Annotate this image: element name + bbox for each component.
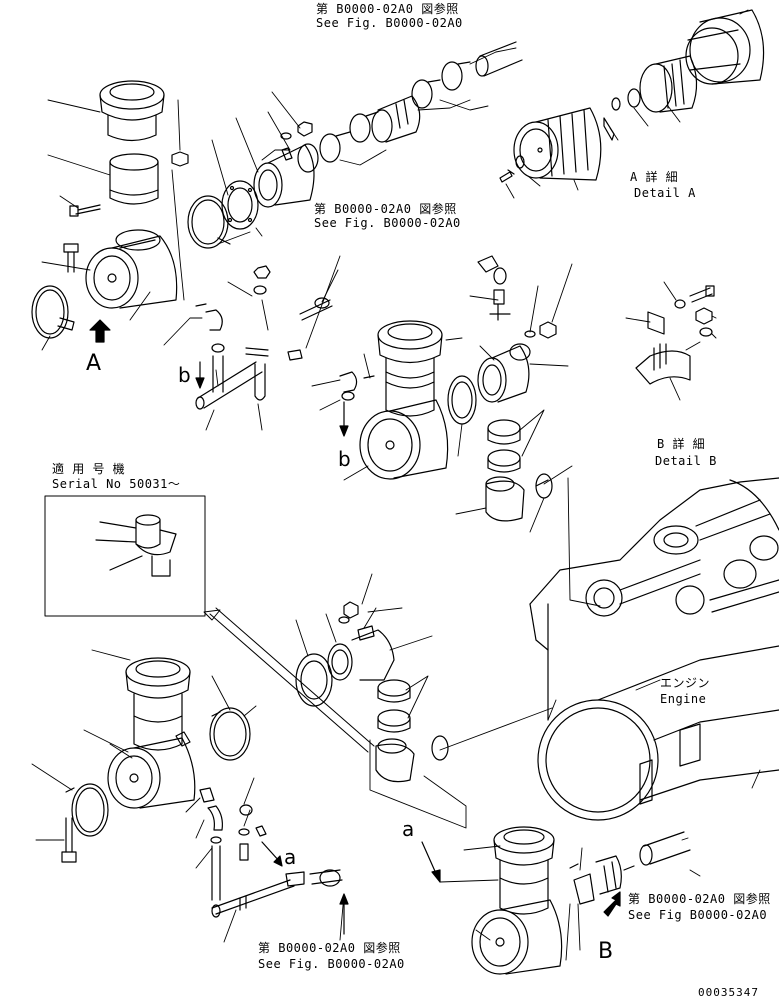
ref-middle-en: See Fig. B0000-02A0 [314,216,461,230]
leader-lines-lower-middle [295,573,553,751]
air-cleaner-cap-center [377,320,443,364]
ref-bottom-ja: 第 B0000-02A0 図参照 [258,941,401,955]
elbow-flange-right [477,321,557,403]
hose-clamp-1 [319,131,351,163]
leader-lines-engine [547,679,761,789]
arrow-to-bottom-ref [339,893,349,935]
serial-variant-box [44,495,206,617]
air-cleaner-cap-lower-left [125,657,191,699]
air-cleaner-body-lower-left [107,693,196,809]
clamp-band-top-left [31,285,75,339]
air-cleaner-precleaner-top-left [109,153,159,205]
lower-elbow-outline-box [369,739,467,829]
leader-lines-right [455,263,601,607]
detail-b-bracket [635,285,715,385]
clamp-band-lower-left-2 [65,783,109,837]
gasket-center [447,375,477,425]
clamp-band-lower-left [209,707,251,761]
marker-a2: a [402,817,415,841]
leader-lines-center [311,337,463,481]
leader-lines-top-left [41,99,185,351]
nut-washer-top-middle [280,121,313,140]
engine-label-en: Engine [660,692,707,706]
flange-elbow-top-middle [253,143,319,208]
elbow-center [339,371,375,401]
air-cleaner-cap-top-left [99,80,165,142]
marker-b1: b [178,363,192,387]
intake-pipe-top [475,41,523,77]
arrow-b-indicator [603,891,621,917]
sensor-fitting-right [477,255,511,321]
arrow-a1-indicator [261,841,283,867]
serial-label-en: Serial No 50031～ [52,477,181,491]
pipe-bottom-right [639,831,691,866]
drawing-number: 00035347 [698,986,759,999]
ref-bottom-right-en: See Fig B0000-02A0 [628,908,768,922]
leader-lines-hoses [339,47,517,166]
clamp-band-top-middle [187,195,231,249]
ref-bottom-right-ja: 第 B0000-02A0 図参照 [628,892,771,906]
leader-lines-detail-a [505,9,749,199]
air-cleaner-body-center [359,357,449,480]
lower-elbow-assembly [295,601,449,783]
leader-lines-breather [163,225,347,431]
detail-a-outer-shell [685,9,765,85]
detail-a-safety-element [627,55,698,113]
arrow-a-indicator [89,319,111,343]
variant-callout-arrow [203,607,375,753]
leader-lines-detail-b [625,281,717,401]
long-leader-lines [543,465,573,485]
leader-lines-lower-left [31,649,345,943]
breather-hose-assembly-middle [195,265,333,410]
intake-connector-bottom-right [569,855,635,905]
arrow-b1-indicator [195,361,205,389]
marker-a1: a [284,845,297,869]
ref-top-en: See Fig. B0000-02A0 [316,16,463,30]
rubber-hose [371,95,421,143]
ref-bottom-en: See Fig. B0000-02A0 [258,957,405,971]
ref-middle-ja: 第 B0000-02A0 図参照 [314,202,457,216]
marker-b-large: B [598,939,614,964]
detail-a-label-ja: A 詳 細 [630,170,679,184]
detail-a-label-en: Detail A [634,186,696,200]
leader-lines-top-middle [211,91,301,245]
detail-b-label-ja: B 詳 細 [657,437,706,451]
hose-clamp-3 [411,79,441,109]
bolt-lower-left [61,817,77,863]
marker-a-large: A [86,351,102,376]
detail-b-label-en: Detail B [655,454,717,468]
engine-outline [529,477,779,721]
detail-a-primary-element [513,107,602,181]
detail-a-small-parts [499,97,621,183]
arrow-a2-indicator [421,841,441,883]
ref-top-ja: 第 B0000-02A0 図参照 [316,2,459,16]
engine-flywheel-housing [537,645,779,821]
marker-b2: b [338,447,352,471]
engine-label-ja: エンジン [660,676,711,690]
arrow-b2-indicator [339,401,349,437]
gasket-top-middle [221,180,259,230]
serial-label-ja: 適 用 号 機 [52,462,126,476]
clamps-right [487,419,521,473]
air-cleaner-body-top-left [85,229,178,309]
air-cleaner-body-bottom-right [471,859,563,975]
bolt-top-left [63,204,101,273]
hose-clamp-4 [441,61,471,91]
elbow-hose-right [485,473,553,522]
air-cleaner-cap-bottom-right [493,826,555,866]
breather-lower-left [199,787,343,918]
leader-lines-bottom-right [439,837,701,961]
nut-top-left [171,151,189,167]
